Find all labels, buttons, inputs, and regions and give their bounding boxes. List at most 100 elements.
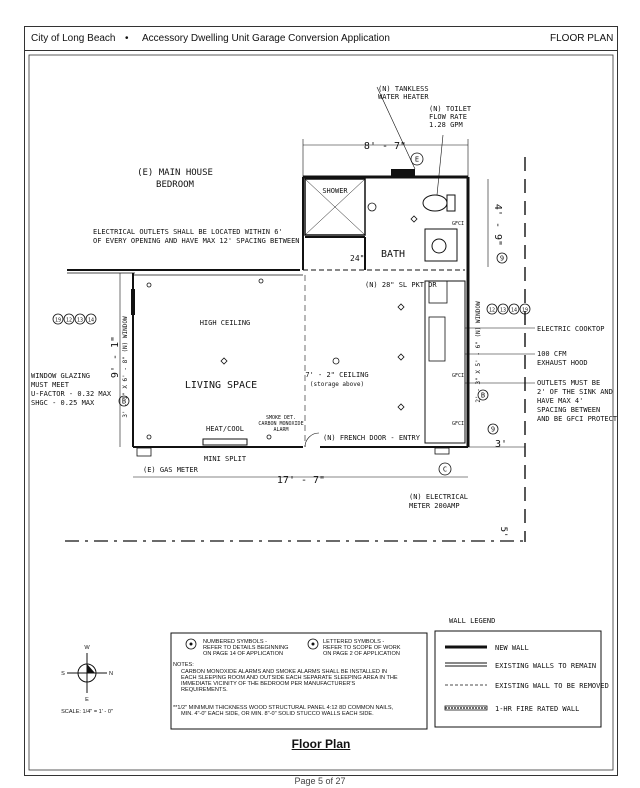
building-walls xyxy=(131,169,470,457)
label-hood: EXHAUST HOOD xyxy=(537,359,588,367)
label-water-heater: WATER HEATER xyxy=(378,93,429,101)
notes-box: NUMBERED SYMBOLS - REFER TO DETAILS BEGI… xyxy=(170,632,428,730)
window-left xyxy=(131,289,135,315)
compass-e: E xyxy=(85,697,89,703)
symbol-text: 19 xyxy=(55,318,61,324)
outlet-symbol xyxy=(146,282,152,288)
label-gas-meter: (E) GAS METER xyxy=(143,466,199,474)
numbered-symbol-dot xyxy=(189,642,193,646)
label-main-house: (E) MAIN HOUSE xyxy=(137,168,213,178)
lettered-note: REFER TO SCOPE OF WORK xyxy=(323,645,401,651)
symbol-text: B xyxy=(481,392,485,400)
vanity xyxy=(424,228,458,262)
header-sheet-name: FLOOR PLAN xyxy=(550,33,614,44)
compass-w: W xyxy=(84,645,90,651)
outlets xyxy=(146,202,418,440)
label-window-right: 2' - 3" X 5' - 6" (N) WINDOW xyxy=(475,301,482,403)
note-2: **1/2" MINIMUM THICKNESS WOOD STRUCTURAL… xyxy=(173,705,394,711)
kitchen-counter xyxy=(424,280,466,444)
label-hood: 100 CFM xyxy=(537,350,567,358)
dimension-lines xyxy=(65,86,535,542)
label-mini-split: MINI SPLIT xyxy=(204,455,247,463)
leader-toilet xyxy=(436,134,444,196)
lettered-note: LETTERED SYMBOLS - xyxy=(323,639,384,645)
lettered-symbol-icon xyxy=(307,638,319,650)
outlet-symbol xyxy=(266,434,272,440)
compass-s: S xyxy=(61,671,65,677)
label-toilet: (N) TOILET xyxy=(429,105,472,113)
label-smoke: ALARM xyxy=(273,427,288,433)
vanity-basin xyxy=(431,238,447,254)
label-smoke: CARBON MONOXIDE xyxy=(258,421,303,427)
notes-title: NOTES: xyxy=(173,662,194,668)
label-ceiling-note: (storage above) xyxy=(310,381,364,388)
light-fixture xyxy=(397,303,405,311)
label-toilet: FLOW RATE xyxy=(429,113,467,121)
label-smoke: SMOKE DET. xyxy=(266,415,296,421)
symbol-text: 12 xyxy=(489,308,495,314)
symbol-19 xyxy=(52,313,64,325)
light-fixture xyxy=(220,357,228,365)
dim-window-left: 9' - 1" xyxy=(110,336,121,378)
reference-symbols xyxy=(52,152,531,476)
label-glazing: MUST MEET xyxy=(31,381,70,389)
mini-split-unit xyxy=(202,438,248,446)
numbered-note: ON PAGE 14 OF APPLICATION xyxy=(203,651,283,657)
label-kitchen-outlets: SPACING BETWEEN xyxy=(537,406,600,414)
label-glazing: SHGC - 0.25 MAX xyxy=(31,399,95,407)
header-bullet: • xyxy=(125,33,129,44)
outlet-symbol xyxy=(146,434,152,440)
label-glazing: WINDOW GLAZING xyxy=(31,372,90,380)
label-24in: 24" xyxy=(350,254,364,263)
note-1: IMMEDIATE VICINITY OF THE BEDROOM PER MA… xyxy=(181,681,355,687)
label-ceiling: 7' - 2" CEILING xyxy=(305,371,368,379)
label-electric-meter: METER 200AMP xyxy=(409,502,460,510)
dim-right-vertical: 5' xyxy=(498,527,508,538)
symbol-b xyxy=(477,389,489,401)
symbol-13 xyxy=(497,303,509,315)
outlet-symbol xyxy=(258,278,264,284)
legend-remove: EXISTING WALL TO BE REMOVED xyxy=(495,682,609,690)
ceiling-fan xyxy=(332,357,340,365)
legend-border xyxy=(434,630,602,728)
note-2: MIN. 4"-0" EACH SIDE, OR MIN. 8"-0" SOLI… xyxy=(181,711,374,717)
symbol-12 xyxy=(486,303,498,315)
symbol-e xyxy=(410,152,424,166)
numbered-note: NUMBERED SYMBOLS - xyxy=(203,639,267,645)
label-high-ceiling: HIGH CEILING xyxy=(200,319,251,327)
legend-rated: 1-HR FIRE RATED WALL xyxy=(495,705,579,713)
numbered-note: REFER TO DETAILS BEGINNING xyxy=(203,645,288,651)
symbol-text: E xyxy=(415,156,419,164)
symbol-text: 14 xyxy=(88,318,94,324)
toilet-tank xyxy=(446,194,456,212)
scale-label: SCALE: 1/4" = 1' - 0" xyxy=(61,709,113,715)
symbol-text: 13 xyxy=(500,308,506,314)
symbol-19 xyxy=(519,303,531,315)
symbol-text: 14 xyxy=(511,308,517,314)
symbol-text: C xyxy=(443,466,447,474)
north-arrow-icon xyxy=(87,664,95,673)
compass-rose: W S N E SCALE: 1/4" = 1' - 0" xyxy=(61,645,113,715)
outlet-symbol xyxy=(367,202,377,212)
legend-title: WALL LEGEND xyxy=(449,617,495,625)
sink xyxy=(428,280,448,304)
label-kitchen-outlets: HAVE MAX 4' xyxy=(537,397,583,405)
dim-top: 8' - 7" xyxy=(364,141,406,152)
symbol-text: 9 xyxy=(500,255,504,263)
compass-n: N xyxy=(109,671,113,677)
note-1: CARBON MONOXIDE ALARMS AND SMOKE ALARMS … xyxy=(181,669,387,675)
symbol-c xyxy=(438,462,452,476)
light-fixture xyxy=(397,403,405,411)
symbol-14 xyxy=(508,303,520,315)
dim-right-small: 3' xyxy=(495,439,507,450)
symbol-13 xyxy=(74,313,86,325)
symbol-9 xyxy=(487,423,499,435)
label-kitchen-outlets: AND BE GFCI PROTECTED xyxy=(537,415,617,423)
label-pocket-door: (N) 28" SL PKT DR xyxy=(365,281,437,289)
lettered-note: ON PAGE 2 OF APPLICATION xyxy=(323,651,400,657)
plan-labels: (E) MAIN HOUSE BEDROOM ELECTRICAL OUTLET… xyxy=(31,85,617,537)
label-bath: BATH xyxy=(381,249,405,260)
label-gfci: GFCI xyxy=(452,373,464,379)
shower-diagonal xyxy=(304,178,366,236)
symbol-text: B xyxy=(122,398,126,406)
